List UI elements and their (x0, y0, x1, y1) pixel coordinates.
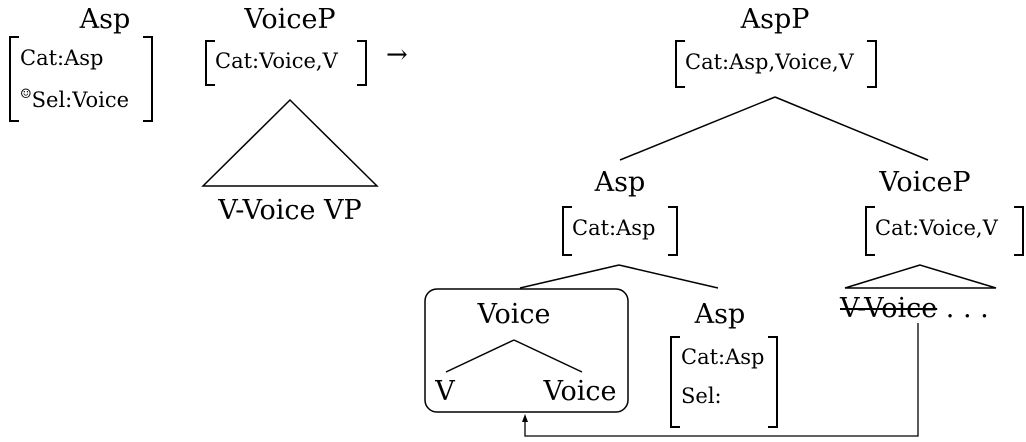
voice-left-branch (445, 339, 515, 373)
asp-head-bracket-left (670, 336, 680, 428)
voice-box-outline (424, 288, 629, 413)
right-asp-cat: Cat:Asp (572, 216, 656, 240)
voice-box-v: V (435, 376, 455, 407)
voice-box-voice: Voice (543, 376, 617, 407)
yield-ellipsis: . . . (937, 293, 989, 324)
asp-head-bracket-right (768, 336, 778, 428)
voicep-triangle (201, 98, 379, 187)
struck-v-voice: V-Voice (840, 293, 938, 324)
right-voicep-yield: V-Voice . . . (840, 294, 989, 324)
right-voicep-bracket-right (1014, 206, 1024, 256)
left-voicep-cat: Cat:Voice,V (215, 49, 338, 73)
voice-right-branch (513, 339, 583, 373)
aspp-right-branch (774, 96, 929, 161)
aspp-bracket-right (867, 40, 877, 88)
asp-right-branch (618, 264, 719, 289)
right-voicep-label: VoiceP (879, 167, 971, 198)
left-voicep-label: VoiceP (244, 4, 336, 35)
right-asp-bracket-right (668, 206, 678, 256)
movement-arrowhead (522, 414, 528, 422)
right-asp-bracket-left (562, 206, 572, 256)
left-voicep-bracket-left (205, 40, 215, 86)
asp-left-branch (519, 264, 620, 289)
right-voicep-bracket-left (865, 206, 875, 256)
asp-head-label: Asp (694, 299, 746, 330)
right-arrow-icon: → (386, 40, 408, 70)
voicep-right-triangle (844, 264, 997, 289)
asp-head-cat: Cat:Asp (681, 345, 765, 369)
aspp-bracket-left (675, 40, 685, 88)
left-asp-sel: Sel:Voice (31, 88, 130, 112)
voice-box-label: Voice (477, 299, 551, 330)
left-voicep-yield: V-Voice VP (218, 195, 362, 226)
left-asp-bracket-right (143, 36, 153, 122)
movement-path (524, 323, 919, 437)
right-asp-label: Asp (594, 167, 646, 198)
aspp-label: AspP (740, 4, 810, 35)
left-asp-label: Asp (79, 4, 131, 35)
smiley-icon: ☺ (20, 87, 32, 102)
left-voicep-bracket-right (357, 40, 367, 86)
aspp-cat: Cat:Asp,Voice,V (685, 50, 854, 74)
left-asp-sel-row: ☺Sel:Voice (20, 86, 129, 118)
left-asp-cat: Cat:Asp (20, 46, 104, 70)
left-asp-bracket-left (9, 36, 19, 122)
asp-head-sel: Sel: (681, 384, 722, 408)
aspp-left-branch (619, 96, 776, 161)
right-voicep-cat: Cat:Voice,V (875, 216, 998, 240)
